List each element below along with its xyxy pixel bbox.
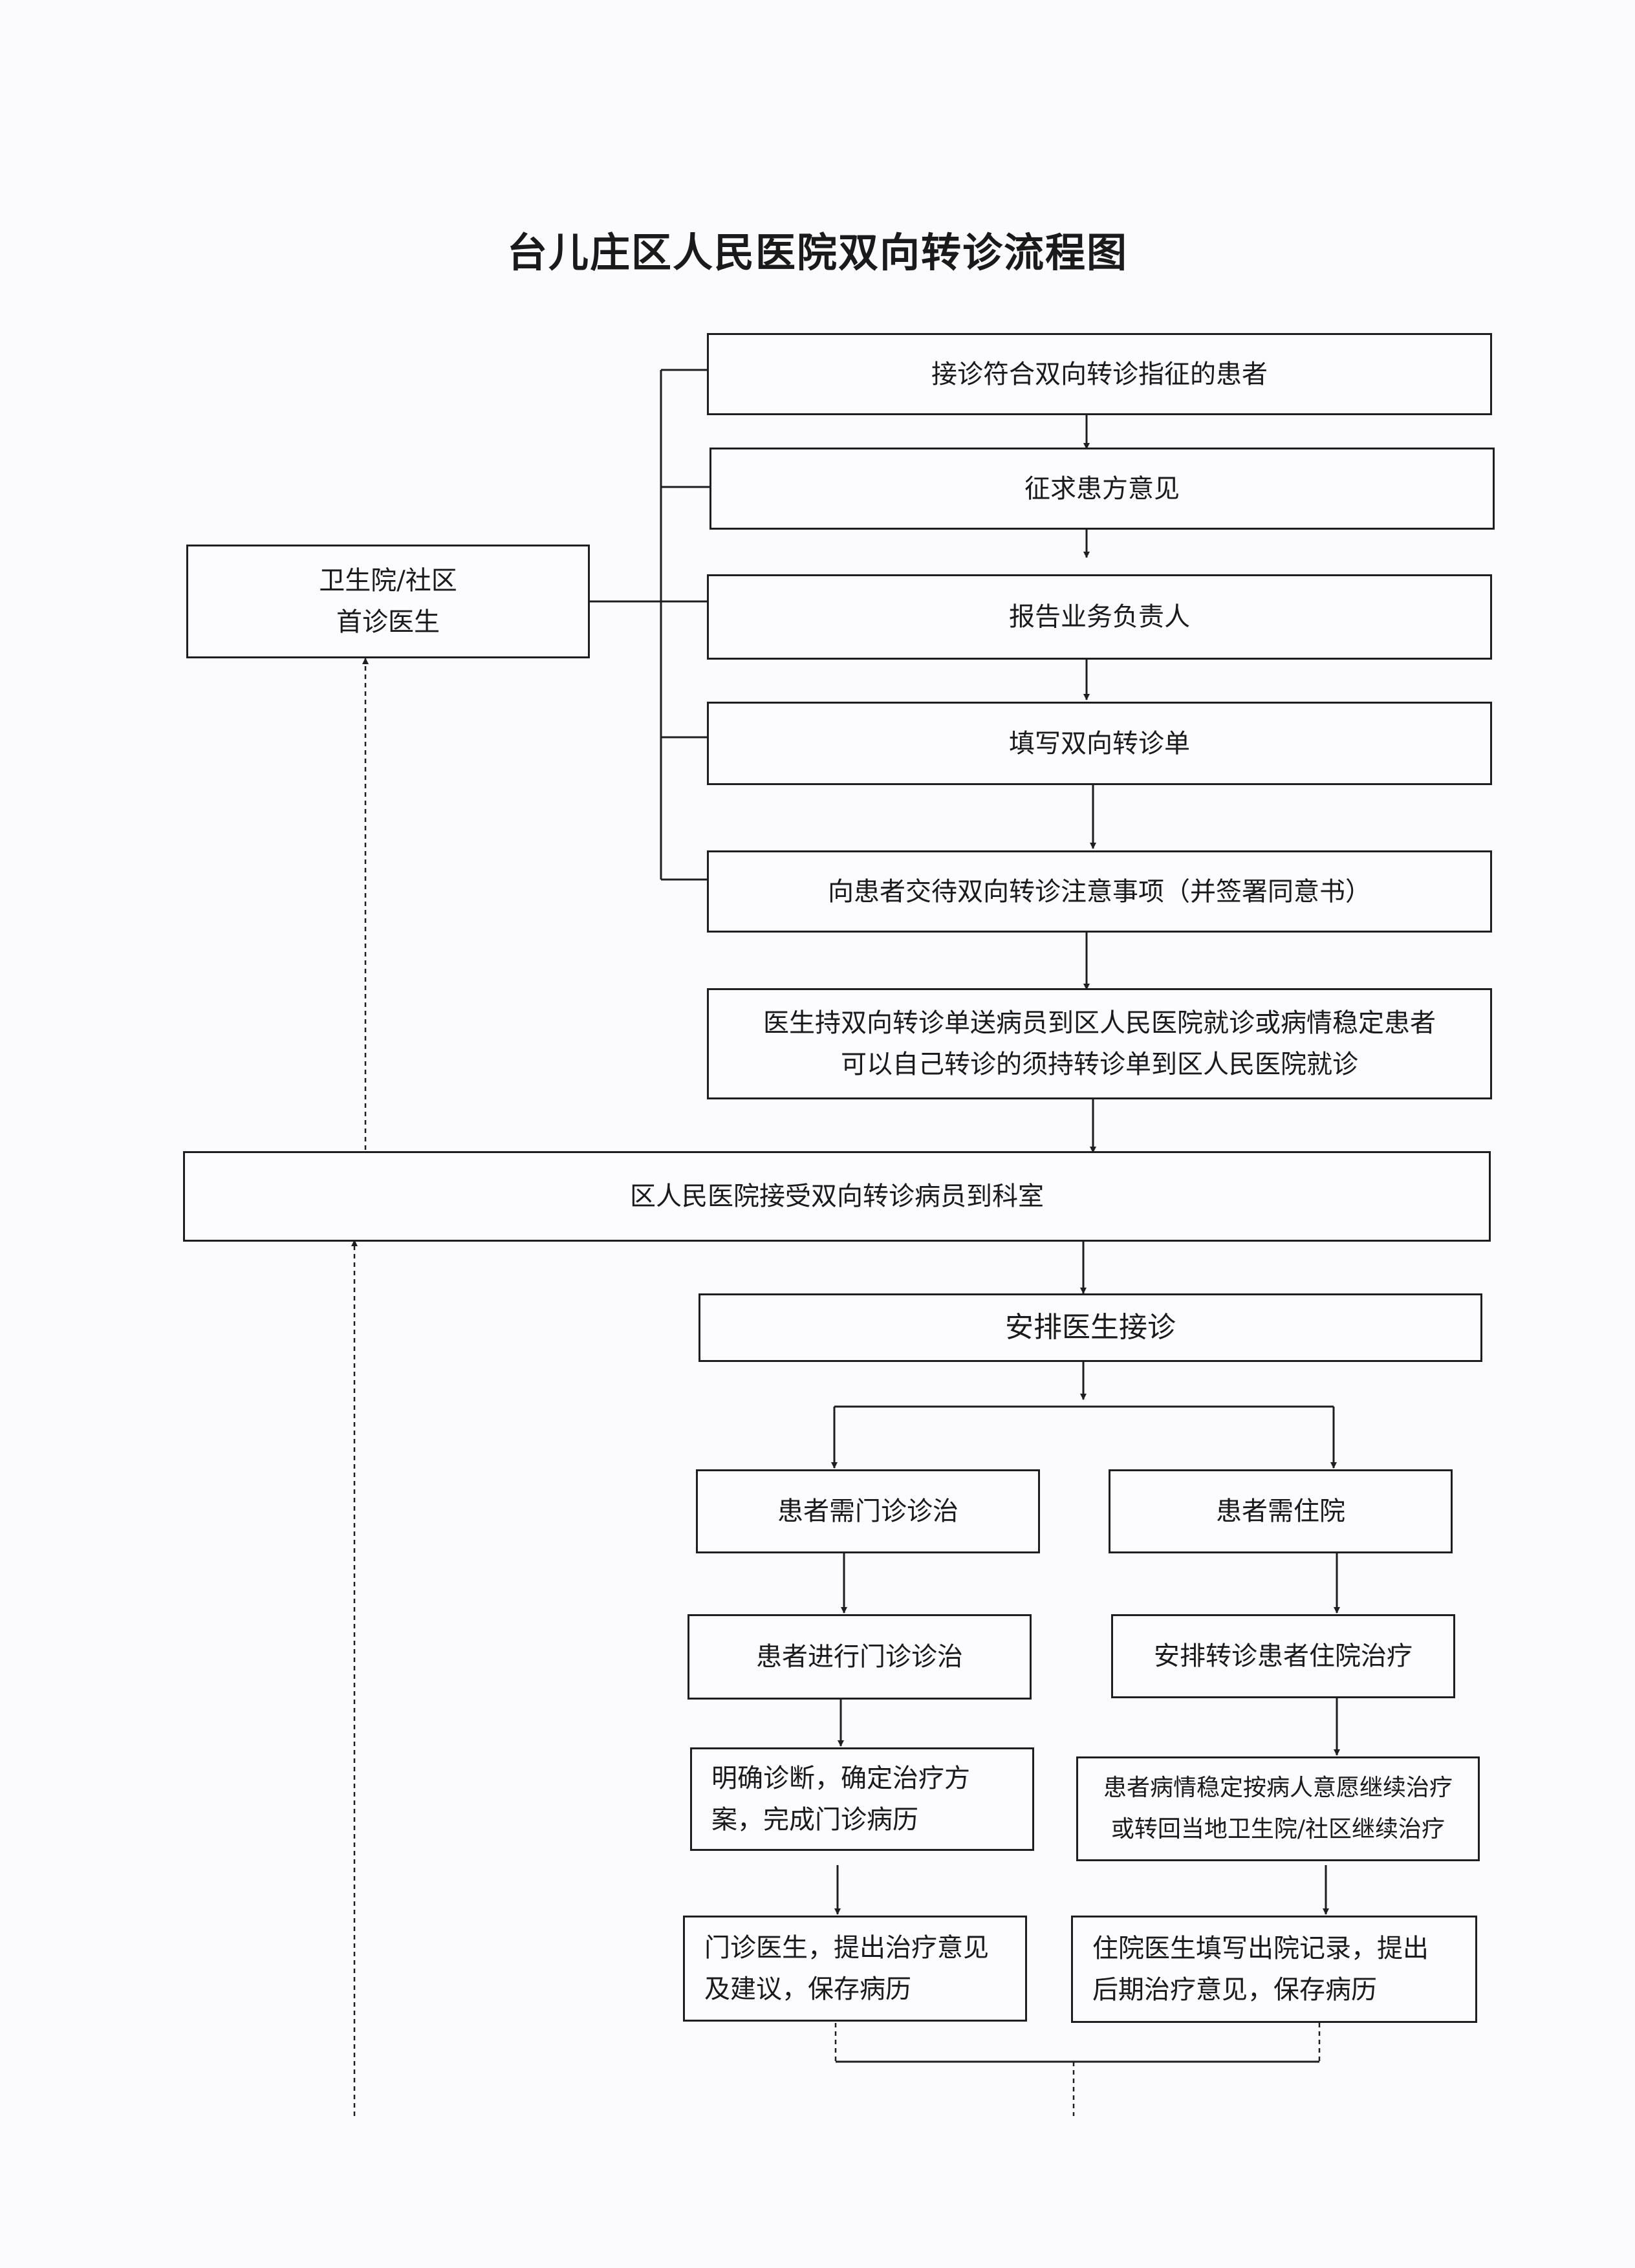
step6-line1: 医生持双向转诊单送病员到区人民医院就诊或病情稳定患者 [763, 1008, 1436, 1038]
outpatient-diagnose-line2: 案，完成门诊病历 [711, 1805, 918, 1835]
step3-box: 报告业务负责人 [707, 574, 1492, 660]
outpatient-need-box: 患者需门诊诊治 [696, 1469, 1040, 1553]
outpatient-advice-line1: 门诊医生，提出治疗意见 [704, 1933, 989, 1963]
first-doctor-box: 卫生院/社区 首诊医生 [186, 545, 590, 658]
outpatient-diagnose-line1: 明确诊断，确定治疗方 [711, 1764, 970, 1793]
inpatient-stable-line1: 患者病情稳定按病人意愿继续治疗 [1103, 1775, 1453, 1801]
page-title: 台儿庄区人民医院双向转诊流程图 [506, 229, 1128, 276]
inpatient-stable-box: 患者病情稳定按病人意愿继续治疗 或转回当地卫生院/社区继续治疗 [1076, 1756, 1480, 1861]
outpatient-advice-line2: 及建议，保存病历 [704, 1974, 911, 2004]
step6-line2: 可以自己转诊的须持转诊单到区人民医院就诊 [841, 1050, 1358, 1079]
step5-box: 向患者交待双向转诊注意事项（并签署同意书） [707, 850, 1492, 933]
inpatient-stable-line2: 或转回当地卫生院/社区继续治疗 [1110, 1816, 1446, 1842]
inpatient-treat-box: 安排转诊患者住院治疗 [1111, 1614, 1455, 1698]
first-doctor-line2: 首诊医生 [336, 607, 440, 637]
inpatient-need-box: 患者需住院 [1109, 1469, 1453, 1553]
step1-box: 接诊符合双向转诊指征的患者 [707, 333, 1492, 415]
hospital-receive-box: 区人民医院接受双向转诊病员到科室 [183, 1151, 1491, 1242]
outpatient-advice-box: 门诊医生，提出治疗意见 及建议，保存病历 [683, 1916, 1027, 2022]
inpatient-discharge-box: 住院医生填写出院记录，提出 后期治疗意见，保存病历 [1071, 1916, 1477, 2023]
outpatient-treat-box: 患者进行门诊诊治 [688, 1614, 1032, 1700]
outpatient-diagnose-box: 明确诊断，确定治疗方 案，完成门诊病历 [690, 1747, 1034, 1851]
step4-box: 填写双向转诊单 [707, 702, 1492, 785]
first-doctor-line1: 卫生院/社区 [319, 566, 457, 596]
arrange-doctor-box: 安排医生接诊 [698, 1293, 1482, 1362]
step2-box: 征求患方意见 [709, 448, 1495, 530]
inpatient-discharge-line1: 住院医生填写出院记录，提出 [1092, 1934, 1429, 1963]
inpatient-discharge-line2: 后期治疗意见，保存病历 [1092, 1975, 1377, 2005]
step6-box: 医生持双向转诊单送病员到区人民医院就诊或病情稳定患者 可以自己转诊的须持转诊单到… [707, 988, 1492, 1099]
